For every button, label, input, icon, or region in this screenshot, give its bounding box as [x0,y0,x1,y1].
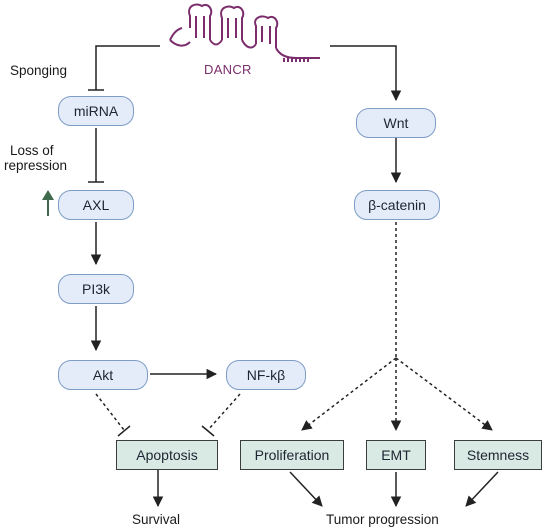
connector-proliferation-tumor [289,471,323,507]
connector-betacatenin-proliferation [301,357,397,431]
up-arrow-icon [42,190,54,216]
connector-dancr-mirna [95,45,160,90]
node-nfkb: NF-kβ [226,360,306,390]
label-tumor-progression: Tumor progression [326,512,439,527]
rna-hairpin-icon [169,3,320,62]
outcome-proliferation: Proliferation [240,440,344,470]
outcome-stemness: Stemness [454,440,542,470]
outcome-emt: EMT [366,440,426,470]
connector-stemness-tumor [465,471,499,507]
label-loss-of-repression-line1: Loss of [10,143,54,158]
inhibit-bar-apoptosis-right [201,425,215,437]
inhibit-bar-apoptosis-left [117,425,131,437]
node-beta-catenin: β-catenin [354,190,440,220]
node-axl: AXL [58,190,134,220]
connector-nfkb-apoptosis [207,393,241,431]
node-wnt: Wnt [356,108,436,138]
node-pi3k: PI3k [58,274,134,304]
dancr-label: DANCR [204,62,252,77]
node-mirna: miRNA [58,96,134,126]
connector-akt-apoptosis [95,393,125,431]
label-sponging: Sponging [10,63,68,78]
outcome-apoptosis: Apoptosis [116,440,218,470]
label-loss-of-repression-line2: repression [4,158,68,173]
label-survival: Survival [132,512,181,527]
node-akt: Akt [58,360,148,390]
connector-dancr-wnt [330,45,402,102]
connector-betacatenin-stemness [395,357,493,431]
